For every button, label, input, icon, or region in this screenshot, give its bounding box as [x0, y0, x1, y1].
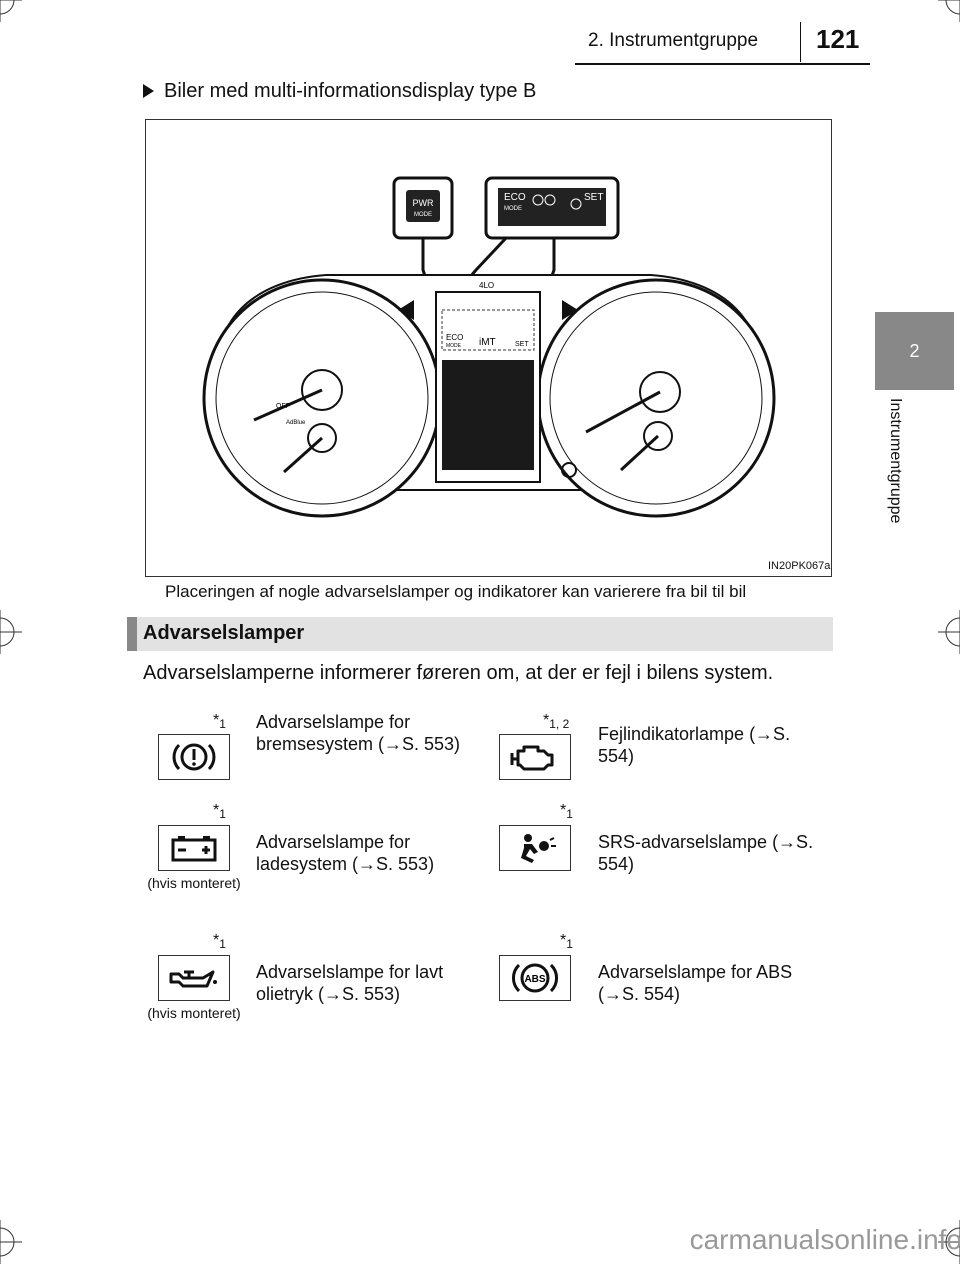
lamp-footnote-marker: *1 — [560, 932, 573, 951]
instrument-cluster-illustration: PWR MODE ECO MODE SET OFF AdBlue — [202, 176, 776, 518]
imt-label: iMT — [479, 337, 496, 348]
registration-mark-icon — [0, 610, 22, 654]
registration-mark-icon — [0, 0, 22, 22]
registration-mark-icon — [938, 610, 960, 654]
lamp-description: Fejlindikatorlampe (→S. 554) — [598, 724, 791, 766]
registration-mark-icon — [938, 1220, 960, 1264]
lamp-footnote-marker: *1, 2 — [543, 712, 570, 731]
airbag-icon — [499, 825, 571, 871]
lamp-footnote-marker: *1 — [213, 802, 226, 821]
lamp-note: (hvis monteret) — [147, 1005, 241, 1021]
lamp-description: Advarselslampe for ladesystem (→S. 553) — [256, 832, 435, 874]
lamp-footnote-marker: *1 — [213, 932, 226, 951]
engine-malfunction-icon — [499, 734, 571, 780]
lamp-footnote-marker: *1 — [560, 802, 573, 821]
registration-mark-icon — [0, 1220, 22, 1264]
section-bar — [127, 617, 833, 651]
registration-mark-icon — [938, 0, 960, 22]
figure-id: IN20PK067a — [768, 560, 831, 572]
side-tab-number: 2 — [875, 312, 954, 390]
brake-warning-icon — [158, 734, 230, 780]
header-rule — [575, 63, 870, 65]
figure-caption: Placeringen af nogle advarselslamper og … — [165, 582, 747, 601]
callout-mode-label: MODE — [504, 206, 522, 212]
pwr-label: PWR — [413, 198, 434, 208]
lamp-note: (hvis monteret) — [147, 875, 241, 891]
section-intro: Advarselslamperne informerer føreren om,… — [143, 662, 774, 684]
side-tab-label: Instrumentgruppe — [887, 398, 904, 524]
header-divider — [800, 22, 801, 62]
oil-pressure-icon — [158, 955, 230, 1001]
4lo-label: 4LO — [479, 281, 494, 290]
page-number: 121 — [816, 24, 860, 54]
lamp-description: Advarselslampe for bremsesystem (→S. 553… — [256, 712, 461, 754]
display-eco-label: ECO — [446, 333, 463, 342]
callout-eco-label: ECO — [504, 192, 526, 203]
display-set-label: SET — [515, 341, 529, 348]
lamp-description: Advarselslampe for lavt olietryk (→S. 55… — [256, 962, 444, 1004]
gauge-off-label: OFF — [276, 403, 290, 410]
lamp-footnote-marker: *1 — [213, 712, 226, 731]
abs-icon: ABS — [499, 955, 571, 1001]
watermark: carmanualsonline.info — [689, 1224, 960, 1255]
pwr-mode-label: MODE — [414, 212, 432, 218]
svg-text:ABS: ABS — [524, 974, 545, 985]
callout-set-label: SET — [584, 192, 603, 203]
display-mode-label: MODE — [446, 343, 462, 349]
subheading: Biler med multi-informationsdisplay type… — [143, 80, 536, 103]
section-title: Advarselslamper — [143, 622, 305, 644]
triangle-bullet-icon — [143, 84, 154, 98]
lamp-description: Advarselslampe for ABS (→S. 554) — [598, 962, 793, 1004]
battery-icon — [158, 825, 230, 871]
chapter-title: 2. Instrumentgruppe — [588, 30, 759, 51]
lamp-description: SRS-advarselslampe (→S. 554) — [598, 832, 814, 874]
adblue-label: AdBlue — [286, 420, 306, 426]
instrument-cluster-figure: PWR MODE ECO MODE SET OFF AdBlue — [145, 119, 832, 577]
